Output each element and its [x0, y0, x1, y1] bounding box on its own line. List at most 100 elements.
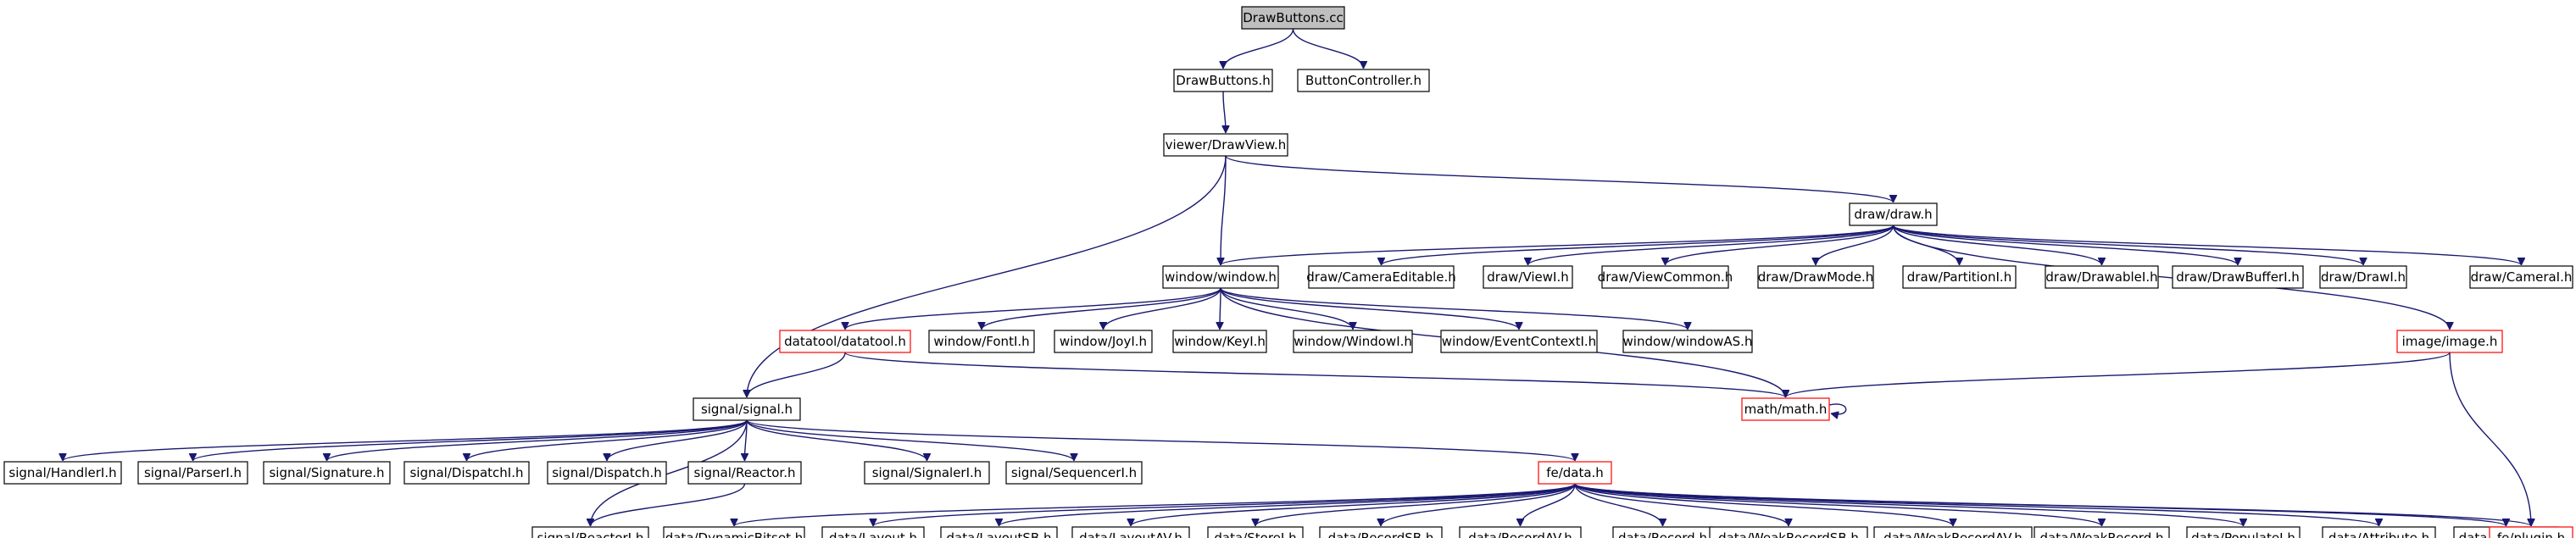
node-label: draw/CameraI.h — [2471, 269, 2573, 285]
node-recordav-h[interactable]: data/RecordAV.h — [1459, 526, 1582, 538]
node-drawview-h[interactable]: viewer/DrawView.h — [1163, 133, 1288, 157]
node-viewi-h[interactable]: draw/ViewI.h — [1483, 265, 1573, 289]
node-drawbuttons-cc[interactable]: DrawButtons.cc — [1241, 6, 1345, 30]
edge-draw_h-to-camerai_h — [1892, 225, 2522, 266]
node-datatool-h[interactable]: datatool/datatool.h — [779, 330, 911, 353]
node-dynamicbitset-h[interactable]: data/DynamicBitset.h — [663, 526, 805, 538]
node-label: signal/SequencerI.h — [1011, 465, 1137, 480]
edge-drawbuttons_h-to-drawview_h — [1223, 91, 1226, 133]
edge-signal_h-to-dispatchi_h — [467, 419, 748, 462]
node-eventcontexti-h[interactable]: window/EventContextI.h — [1440, 330, 1598, 353]
node-label: data/Layout.h — [829, 530, 917, 538]
node-box — [1241, 6, 1345, 30]
edge-drawview_h-to-draw_h — [1225, 155, 1894, 203]
edge-fedata_h-to-layoutav_h — [1131, 483, 1576, 527]
node-windowas-h[interactable]: window/windowAS.h — [1622, 330, 1753, 353]
node-buttoncontroller-h[interactable]: ButtonController.h — [1297, 69, 1430, 92]
node-box — [137, 461, 248, 485]
node-partitioni-h[interactable]: draw/PartitionI.h — [1902, 265, 2017, 289]
node-drawbufferi-h[interactable]: draw/DrawBufferI.h — [2172, 265, 2304, 289]
node-layoutav-h[interactable]: data/LayoutAV.h — [1071, 526, 1190, 538]
node-image-h[interactable]: image/image.h — [2396, 330, 2503, 353]
edge-datatool_h-to-math_h — [844, 352, 1786, 398]
node-label: image/image.h — [2402, 334, 2498, 349]
node-drawi-h[interactable]: draw/DrawI.h — [2319, 265, 2407, 289]
node-label: draw/draw.h — [1854, 207, 1932, 222]
node-box — [1319, 526, 1443, 538]
node-reactori-h[interactable]: signal/ReactorI.h — [531, 526, 649, 538]
node-fedata-h[interactable]: fe/data.h — [1538, 461, 1612, 485]
node-keyi-h[interactable]: window/KeyI.h — [1172, 330, 1267, 353]
edge-draw_h-to-viewcommon_h — [1666, 225, 1894, 266]
node-label: window/FontI.h — [933, 334, 1029, 349]
node-box — [663, 526, 805, 538]
edge-draw_h-to-cameraeditable_h — [1382, 225, 1894, 266]
node-weakrecordav-h[interactable]: data/WeakRecordAV.h — [1873, 526, 2033, 538]
node-label: signal/Reactor.h — [694, 465, 796, 480]
node-weakrecord-h[interactable]: data/WeakRecord.h — [2034, 526, 2170, 538]
node-camerai-h[interactable]: draw/CameraI.h — [2469, 265, 2573, 289]
node-joyi-h[interactable]: window/JoyI.h — [1054, 330, 1153, 353]
node-label: signal/HandlerI.h — [8, 465, 116, 480]
node-label: datatool/datatool.h — [784, 334, 906, 349]
node-weakrecordsb-h[interactable]: data/WeakRecordSB.h — [1709, 526, 1868, 538]
node-label: draw/ViewCommon.h — [1598, 269, 1733, 285]
edge-fedata_h-to-record_h — [1574, 483, 1663, 527]
node-math-h[interactable]: math/math.h — [1741, 397, 1830, 421]
edge-drawview_h-to-signal_h — [747, 155, 1227, 397]
node-window-h[interactable]: window/window.h — [1162, 265, 1279, 289]
node-sequenceri-h[interactable]: signal/SequencerI.h — [1005, 461, 1143, 485]
node-storei-h[interactable]: data/StoreI.h — [1207, 526, 1304, 538]
node-drawablei-h[interactable]: draw/DrawableI.h — [2045, 265, 2159, 289]
node-box — [821, 526, 925, 538]
node-plugin-h[interactable]: fe/plugin.h — [2489, 526, 2573, 538]
node-signature-h[interactable]: signal/Signature.h — [263, 461, 391, 485]
node-box — [940, 526, 1058, 538]
node-label: data/StoreI.h — [1214, 530, 1296, 538]
node-box — [1873, 526, 2033, 538]
edge-draw_h-to-drawi_h — [1892, 225, 2364, 266]
node-dispatchi-h[interactable]: signal/DispatchI.h — [403, 461, 530, 485]
edge-window_h-to-windowi_h — [1220, 287, 1353, 330]
node-dispatch-h[interactable]: signal/Dispatch.h — [547, 461, 667, 485]
node-box — [687, 461, 802, 485]
edge-window_h-to-keyi_h — [1220, 287, 1221, 330]
node-label: draw/DrawableI.h — [2045, 269, 2157, 285]
node-viewcommon-h[interactable]: draw/ViewCommon.h — [1598, 265, 1733, 289]
edge-fedata_h-to-storei_h — [1255, 483, 1576, 527]
node-fonti-h[interactable]: window/FontI.h — [928, 330, 1035, 353]
node-layoutsb-h[interactable]: data/LayoutSB.h — [940, 526, 1058, 538]
node-box — [1173, 69, 1273, 92]
node-record-h[interactable]: data/Record.h — [1612, 526, 1713, 538]
node-box — [2034, 526, 2170, 538]
node-box — [3, 461, 122, 485]
node-cameraeditable-h[interactable]: draw/CameraEditable.h — [1306, 265, 1456, 289]
edge-window_h-to-joyi_h — [1104, 287, 1221, 330]
node-layout-h[interactable]: data/Layout.h — [821, 526, 925, 538]
node-drawmode-h[interactable]: draw/DrawMode.h — [1757, 265, 1874, 289]
edge-drawview_h-to-window_h — [1221, 155, 1227, 265]
node-reactor-h[interactable]: signal/Reactor.h — [687, 461, 802, 485]
node-signaleri-h[interactable]: signal/SignalerI.h — [864, 461, 990, 485]
edge-reactor_h-to-reactori_h — [591, 483, 746, 527]
node-parseri-h[interactable]: signal/ParserI.h — [137, 461, 248, 485]
node-label: viewer/DrawView.h — [1166, 137, 1287, 153]
edge-window_h-to-fonti_h — [982, 287, 1221, 330]
node-populatei-h[interactable]: data/PopulateI.h — [2186, 526, 2301, 538]
edge-signal_h-to-parseri_h — [193, 419, 748, 462]
node-label: data/RecordAV.h — [1468, 530, 1572, 538]
node-box — [1601, 265, 1729, 289]
edges-layer — [63, 28, 2531, 527]
node-draw-h[interactable]: draw/draw.h — [1849, 202, 1938, 226]
node-box — [2469, 265, 2573, 289]
node-label: window/KeyI.h — [1174, 334, 1266, 349]
node-box — [1459, 526, 1582, 538]
node-windowi-h[interactable]: window/WindowI.h — [1293, 330, 1413, 353]
node-attribute-h[interactable]: data/Attribute.h — [2322, 526, 2436, 538]
node-handleri-h[interactable]: signal/HandlerI.h — [3, 461, 122, 485]
node-signal-h[interactable]: signal/signal.h — [693, 397, 801, 421]
node-drawbuttons-h[interactable]: DrawButtons.h — [1173, 69, 1273, 92]
edge-fedata_h-to-recordav_h — [1521, 483, 1576, 527]
node-recordsb-h[interactable]: data/RecordSB.h — [1319, 526, 1443, 538]
node-box — [1054, 330, 1153, 353]
